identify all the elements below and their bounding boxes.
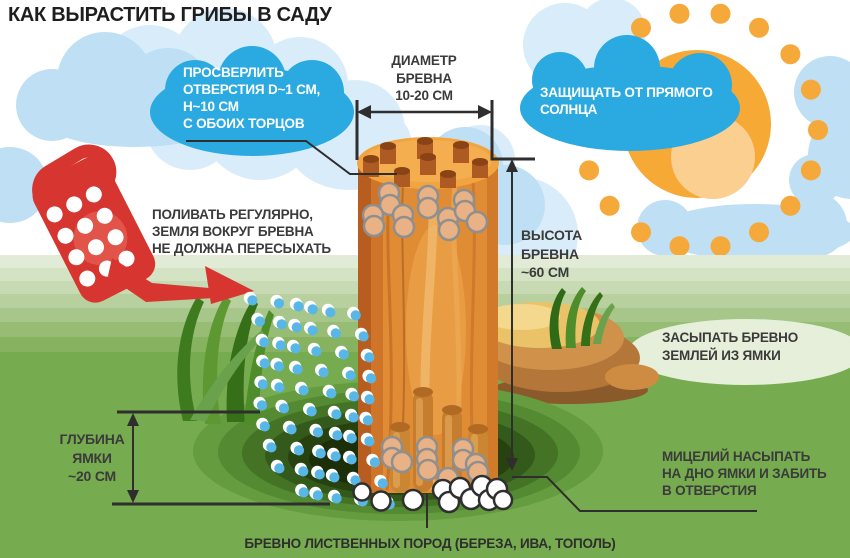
bury-highlight	[628, 319, 850, 385]
measure-depth-label: ГЛУБИНА ЯМКИ ~20 СМ	[59, 431, 125, 484]
callout-bury-text: ЗАСЫПАТЬ БРЕВНО ЗЕМЛЕЙ ИЗ ЯМКИ	[662, 330, 799, 363]
measure-height-label: ВЫСОТА БРЕВНА ~60 СМ	[521, 227, 583, 280]
callout-mycelium-text: МИЦЕЛИЙ НАСЫПАТЬ НА ДНО ЯМКИ И ЗАБИТЬ В …	[662, 449, 827, 498]
water-drops	[243, 291, 395, 510]
callout-protect-text: ЗАЩИЩАТЬ ОТ ПРЯМОГО СОЛНЦА	[540, 85, 713, 117]
log-top-holes	[363, 137, 488, 188]
log-side-holes	[361, 181, 490, 490]
watering-can-icon	[32, 144, 254, 304]
callout-water-text: ПОЛИВАТЬ РЕГУЛЯРНО, ЗЕМЛЯ ВОКРУГ БРЕВНА …	[152, 207, 331, 257]
arrowheads	[127, 105, 518, 503]
callout-cloud-drill	[150, 46, 354, 156]
can-dots	[46, 186, 135, 287]
mycelium-balls	[352, 474, 514, 514]
measure-diameter-label: ДИАМЕТР БРЕВНА 10-20 СМ	[391, 53, 457, 103]
measurement-lines	[112, 100, 757, 528]
callout-cloud-protect	[520, 35, 740, 151]
log-caption: БРЕВНО ЛИСТВЕННЫХ ПОРОД (БЕРЕЗА, ИВА, ТО…	[244, 536, 616, 551]
page-title: КАК ВЫРАСТИТЬ ГРИБЫ В САДУ	[8, 4, 332, 26]
log-icon	[357, 137, 499, 496]
callout-drill-text: ПРОСВЕРЛИТЬ ОТВЕРСТИЯ D~1 СМ, H~10 СМ С …	[183, 65, 321, 131]
grass-blades-right	[549, 287, 615, 349]
